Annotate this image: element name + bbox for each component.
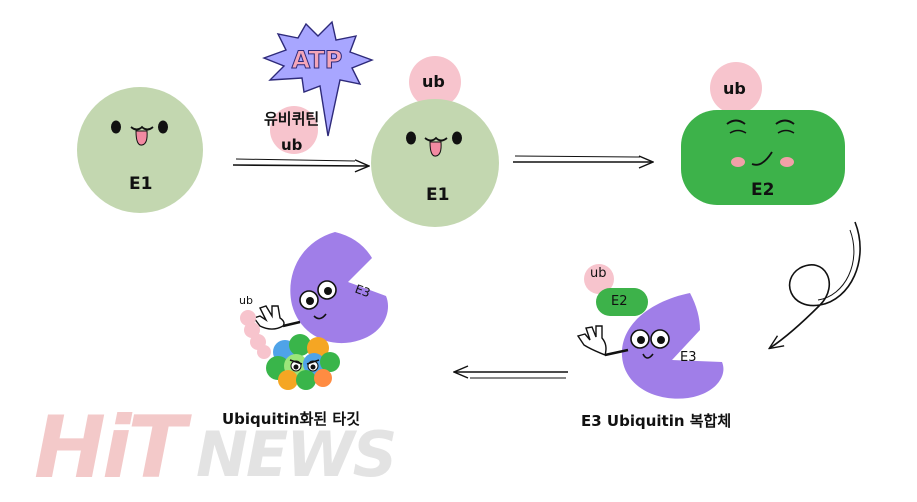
e2-on-e3-complex (596, 288, 648, 316)
watermark-news: NEWS (196, 418, 397, 491)
e1-label-left: E1 (129, 174, 153, 194)
atp-burst (262, 20, 374, 137)
ubiquitin-blob-free (270, 106, 318, 154)
e2-label-e3-complex: E2 (611, 294, 628, 309)
glove-hand-icon (576, 325, 607, 356)
e1-enzyme-left (77, 87, 203, 213)
ub-on-e2 (710, 62, 762, 114)
atp-label: ATP (292, 46, 343, 74)
e3-complex (576, 264, 724, 399)
ub-label-e1: ub (422, 72, 445, 91)
arrow-e1-to-e1ub (232, 165, 368, 166)
arrow-sketch-line (235, 158, 356, 162)
arrow-e2-to-e3-loop (770, 221, 861, 348)
e2-label: E2 (751, 180, 775, 200)
e1-enzyme-center (371, 56, 499, 227)
arrow-sketch-line (514, 155, 641, 158)
ub-label-free: ub (281, 136, 303, 154)
arrow-sketch-line (817, 229, 855, 301)
e1-label-center: E1 (426, 185, 450, 205)
glove-hand-icon (252, 305, 285, 330)
e3-label-complex: E3 (680, 350, 697, 365)
ubiquitin-korean-label: 유비퀴틴 (264, 110, 320, 128)
target-caption: Ubiquitin화된 타깃 (222, 410, 361, 428)
ub-label-e2: ub (723, 79, 746, 98)
ub-on-e1 (409, 56, 461, 108)
e2-enzyme (681, 62, 845, 205)
watermark-logo: HiT (34, 398, 186, 498)
ub-on-e3-complex (584, 264, 614, 294)
ub-label-target: ub (239, 294, 253, 307)
ubiquitinated-target (240, 232, 389, 390)
ub-label-e3-complex: ub (590, 266, 607, 281)
e3-complex-caption: E3 Ubiquitin 복합체 (581, 412, 732, 430)
